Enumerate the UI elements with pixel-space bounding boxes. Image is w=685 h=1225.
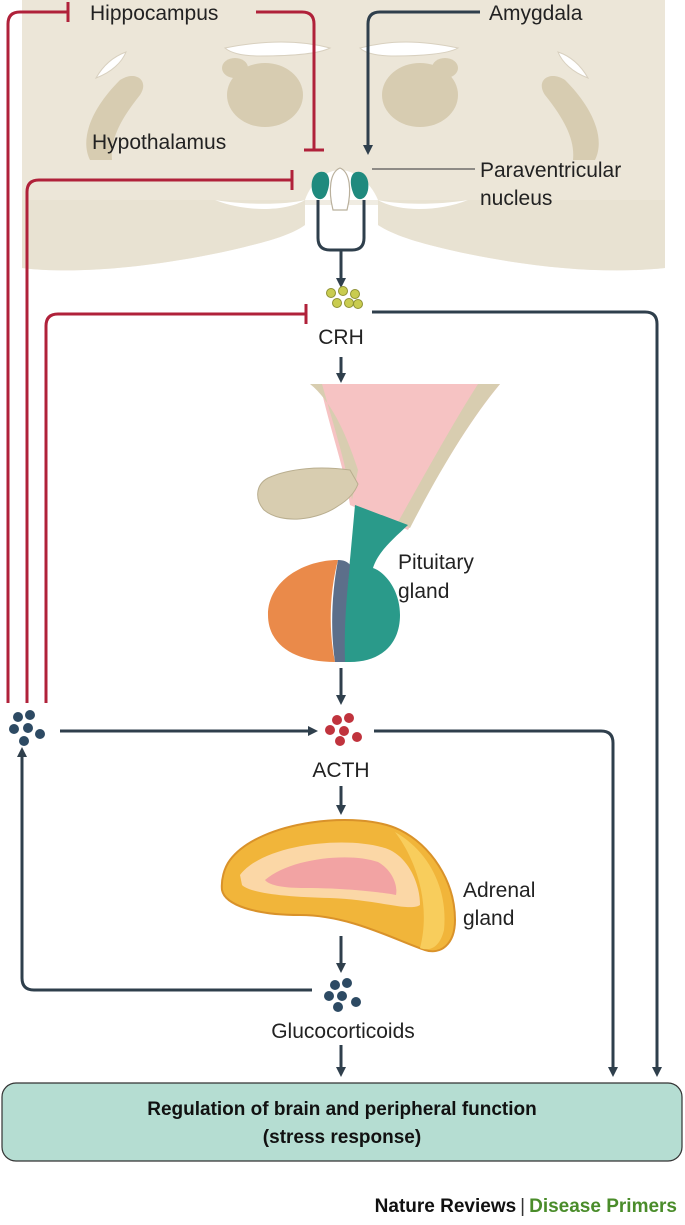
- acth-label: ACTH: [312, 759, 369, 782]
- paraventricular-label-line2: nucleus: [480, 187, 552, 210]
- paraventricular-label-line1: Paraventricular: [480, 159, 621, 182]
- stimulatory-paths: [17, 10, 662, 1077]
- adrenal-label-line2: gland: [463, 907, 514, 930]
- footer-separator: |: [520, 1196, 526, 1217]
- acth-dots: [325, 713, 362, 746]
- regulation-box-line1: Regulation of brain and peripheral funct…: [147, 1099, 537, 1120]
- pituitary-label-line1: Pituitary: [398, 551, 474, 574]
- crh-dots: [326, 286, 363, 309]
- paraventricular-nucleus-right: [350, 171, 369, 200]
- footer-credit: Nature Reviews|Disease Primers: [375, 1196, 677, 1218]
- footer-journal: Nature Reviews: [374, 1196, 517, 1217]
- amygdala-label: Amygdala: [489, 2, 583, 25]
- glucocorticoid-feedback-arrow: [17, 747, 312, 992]
- crh-label: CRH: [318, 326, 364, 349]
- amygdala-to-hypothalamus-arrow: [363, 10, 480, 155]
- adrenal-label-line1: Adrenal: [463, 879, 535, 902]
- acth-to-regulation-arrow: [374, 729, 618, 1077]
- glucocorticoid-dots: [324, 978, 361, 1012]
- inhibitory-paths: [6, 2, 324, 703]
- crh-feedback-line: [44, 312, 306, 703]
- hippocampus-label: Hippocampus: [90, 2, 218, 25]
- pvn-feedback-line: [25, 178, 292, 703]
- pituitary-label-line2: gland: [398, 580, 449, 603]
- regulation-box-line2: (stress response): [263, 1127, 421, 1148]
- adrenal-gland-illustration: [220, 819, 457, 953]
- glucocorticoids-label: Glucocorticoids: [271, 1020, 415, 1043]
- pituitary-gland-illustration: [257, 384, 500, 662]
- hippocampus-feedback-line: [6, 10, 68, 703]
- paraventricular-nucleus-left: [311, 171, 330, 200]
- footer-series: Disease Primers: [529, 1196, 677, 1217]
- brain-section: [22, 0, 665, 271]
- regulation-box: [1, 1082, 683, 1162]
- hypothalamus-label: Hypothalamus: [92, 131, 226, 154]
- hippocampus-to-hypothalamus-line: [256, 10, 316, 150]
- glucocorticoid-dots-feedback: [9, 710, 45, 746]
- crh-to-regulation-arrow: [372, 310, 662, 1077]
